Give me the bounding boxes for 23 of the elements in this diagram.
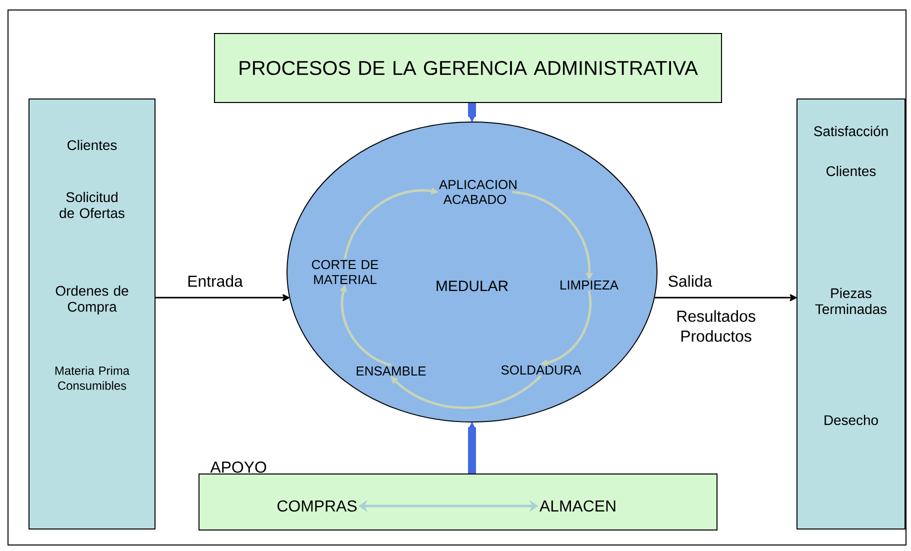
stage-label: CORTE DE MATERIAL (312, 260, 378, 284)
arrow (344, 188, 438, 260)
stage-label: SOLDADURA (501, 365, 582, 375)
stage-label: APLICACION ACABADO (439, 180, 516, 204)
stage-label: ENSAMBLE (356, 366, 426, 376)
list-box: Clientes Solicitud de Ofertas Ordenes de Compra Materia Prima Consumibles (28, 98, 156, 530)
arrow (390, 374, 542, 410)
arrow (468, 422, 476, 474)
arrow (468, 103, 476, 122)
arrow (340, 285, 392, 366)
stage-label: COMPRAS (278, 500, 357, 512)
node-label: APOYO (210, 462, 266, 473)
edge-label: Entrada (188, 275, 243, 287)
arrow (512, 190, 593, 280)
stage-label: ALMACEN (540, 500, 616, 512)
edge-label: Salida (668, 275, 712, 287)
arrow (654, 294, 796, 302)
process-box: PROCESOS DE LA GERENCIA ADMINISTRATIVA (214, 33, 722, 103)
stage-label: LIMPIEZA (560, 280, 618, 290)
output-note: Resultados Productos (677, 310, 756, 342)
arrow (156, 294, 290, 302)
list-box: Satisfacción Clientes Piezas Terminadas Desecho (796, 98, 906, 530)
arrow (540, 290, 592, 366)
